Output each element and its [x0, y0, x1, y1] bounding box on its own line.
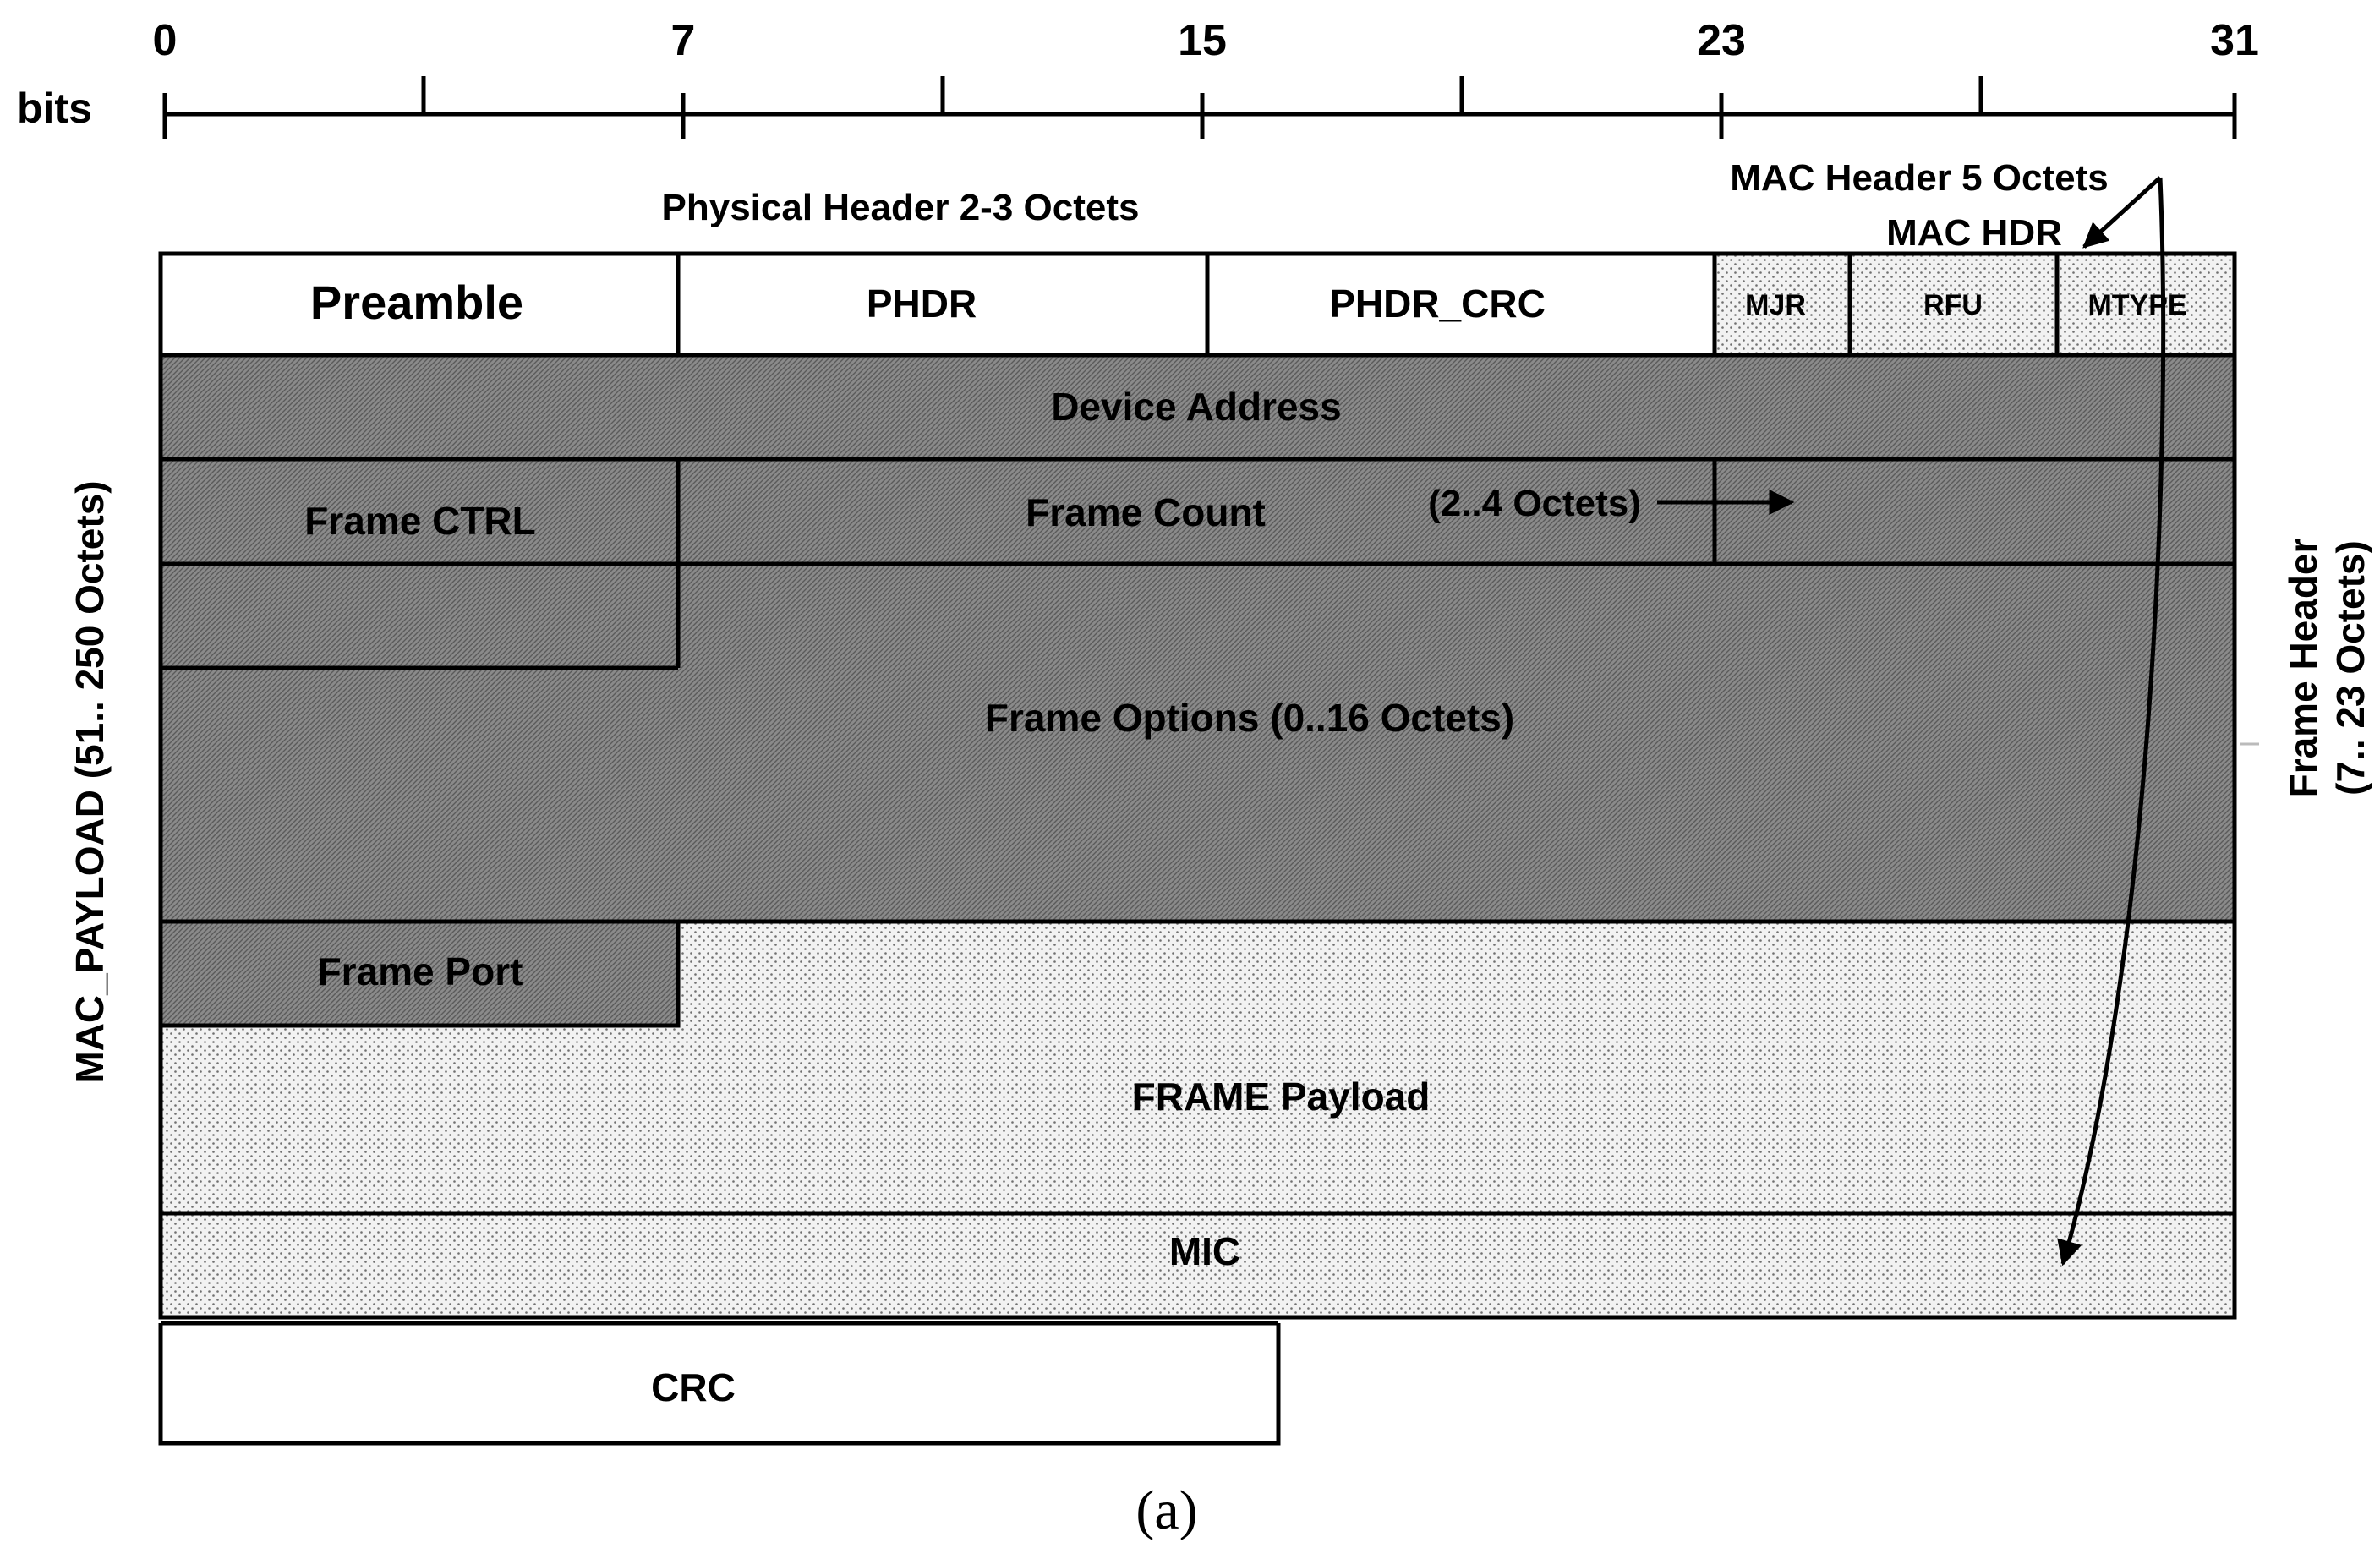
frame-payload-label: FRAME Payload	[1132, 1075, 1431, 1119]
frame-header-side-label: Frame Header (7.. 23 Octets)	[2281, 538, 2372, 797]
crc-field	[161, 1323, 1278, 1443]
phdr-field	[676, 251, 1210, 358]
frame-header-label-line2: (7.. 23 Octets)	[2328, 540, 2372, 796]
frame-header-area: Device Address Frame CTRL Frame Count (2…	[158, 353, 2237, 924]
frame-port-label: Frame Port	[318, 949, 523, 993]
header-row: Preamble PHDR PHDR_CRC MJR RFU MTYPE	[158, 251, 2237, 358]
ruler-tick-label: 31	[2210, 16, 2259, 65]
ruler-unit-label: bits	[17, 85, 92, 132]
ruler-tick-label: 0	[153, 16, 178, 65]
mac-payload-arrow	[2057, 177, 2166, 1266]
mjr-field	[1712, 251, 1852, 358]
mjr-label: MJR	[1745, 289, 1806, 321]
device-address-label: Device Address	[1051, 385, 1341, 429]
payload-area: Frame Port FRAME Payload MIC	[158, 919, 2237, 1320]
figure-caption: (a)	[1135, 1480, 1197, 1541]
frame-count-label: Frame Count	[1026, 490, 1266, 534]
crc-area: CRC	[158, 1321, 1281, 1446]
bit-ruler: bits 0 7 15 23 31	[17, 16, 2259, 139]
rfu-label: RFU	[1923, 289, 1983, 321]
mac-payload-side-label: MAC_PAYLOAD (51.. 250 Octets)	[68, 480, 112, 1083]
ruler-tick-label: 7	[671, 16, 696, 65]
preamble-label: Preamble	[310, 276, 523, 329]
phdr-crc-label: PHDR_CRC	[1329, 282, 1546, 325]
frame-count-size-label: (2..4 Octets)	[1428, 483, 1641, 524]
frame-header-background	[158, 353, 2237, 924]
crc-label: CRC	[651, 1365, 736, 1409]
mtype-field	[2054, 251, 2237, 358]
mac-header-label: MAC Header 5 Octets	[1730, 157, 2108, 199]
physical-header-label: Physical Header 2-3 Octets	[662, 187, 1140, 228]
frame-ctrl-label: Frame CTRL	[304, 499, 535, 543]
frame-port-field	[158, 919, 681, 1028]
frame-options-label: Frame Options (0..16 Octets)	[985, 696, 1514, 740]
mic-label: MIC	[1169, 1229, 1240, 1273]
phdr-label: PHDR	[867, 282, 977, 325]
rfu-field	[1847, 251, 2060, 358]
mtype-label: MTYPE	[2087, 289, 2186, 321]
mic-field	[158, 1211, 2237, 1320]
mac-header-arrows	[2057, 176, 2166, 1266]
frame-header-label-line1: Frame Header	[2281, 538, 2325, 797]
ruler-tick-label: 23	[1697, 16, 1746, 65]
mac-hdr-label: MAC HDR	[1886, 212, 2062, 254]
mac-hdr-arrow	[2082, 176, 2162, 249]
ruler-tick-label: 15	[1178, 16, 1227, 65]
